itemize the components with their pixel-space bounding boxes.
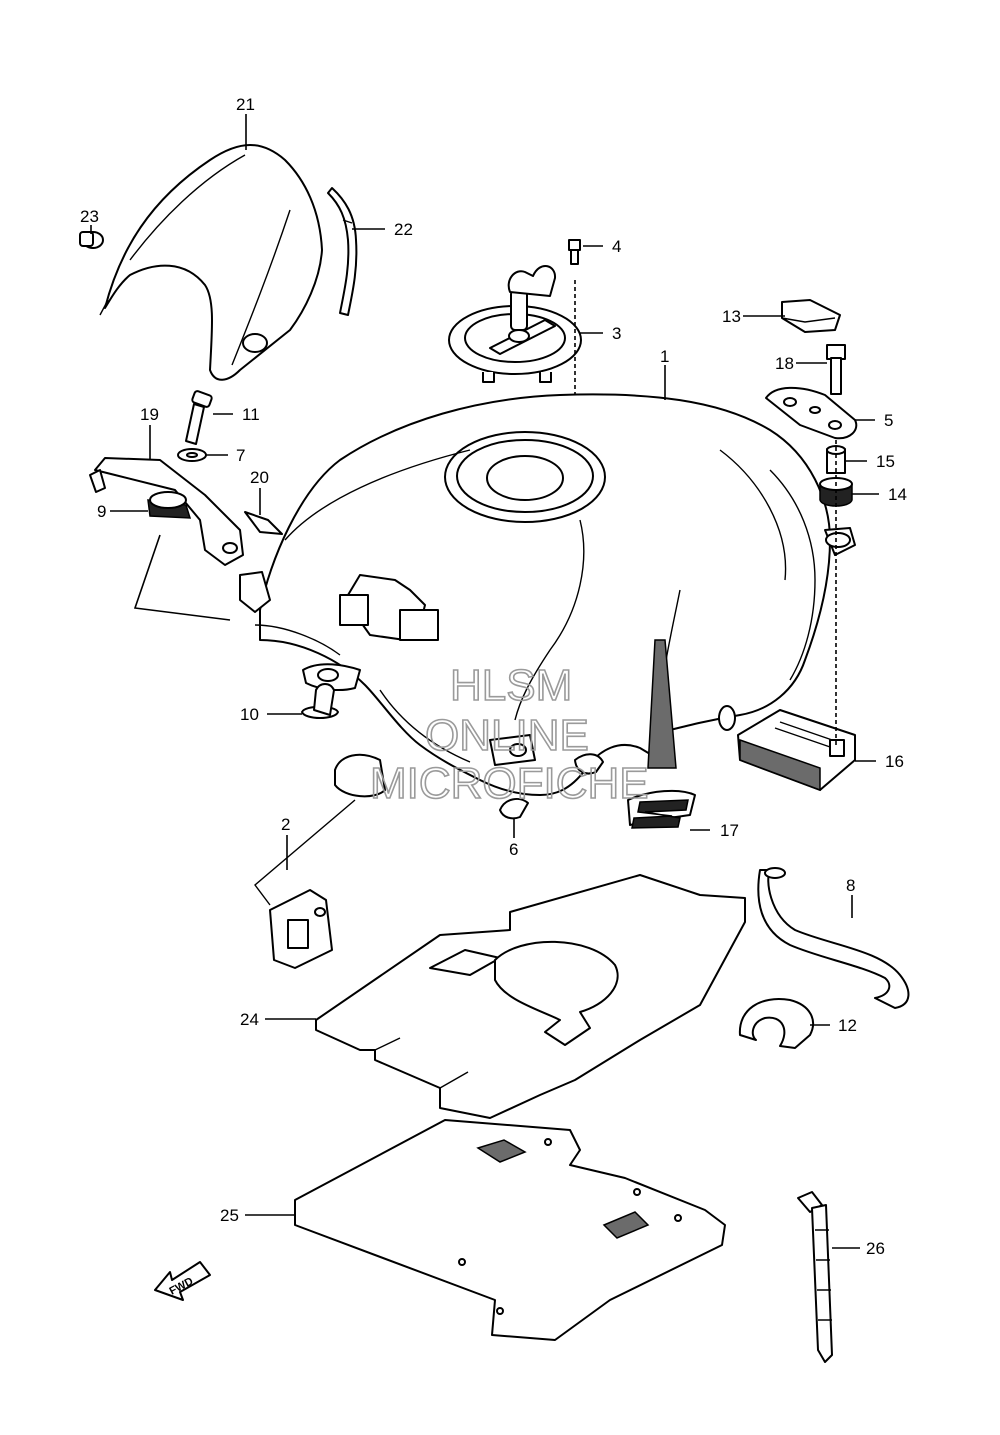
callout-7: 7: [236, 446, 245, 465]
part-17-emblem[interactable]: [627, 639, 696, 829]
callout-18: 18: [775, 354, 794, 373]
callout-6: 6: [509, 840, 518, 859]
callout-23: 23: [80, 207, 99, 226]
part-2-fuel-sender[interactable]: [254, 753, 386, 969]
callout-8: 8: [846, 876, 855, 895]
part-7-washer[interactable]: [177, 448, 207, 462]
part-3-fuel-cap[interactable]: [448, 265, 582, 383]
part-26-cable-tie[interactable]: [797, 1191, 833, 1363]
callout-11: 11: [242, 405, 260, 424]
watermark-line-1: HLSM: [450, 661, 572, 710]
part-10-collar[interactable]: [301, 683, 339, 719]
callout-12: 12: [838, 1016, 857, 1035]
callout-21: 21: [236, 95, 255, 114]
callout-26: 26: [866, 1239, 885, 1258]
part-12-clamp[interactable]: [738, 998, 815, 1049]
callout-14: 14: [888, 485, 907, 504]
part-23-screw[interactable]: [79, 231, 104, 249]
callout-4: 4: [612, 237, 621, 256]
callout-3: 3: [612, 324, 621, 343]
watermark-line-2: ONLINE: [425, 711, 589, 760]
callout-2: 2: [281, 815, 290, 834]
callout-20: 20: [250, 468, 269, 487]
guide-line-left: [133, 534, 231, 621]
callout-10: 10: [240, 705, 259, 724]
fwd-arrow-icon: FWD: [154, 1261, 211, 1301]
watermark: HLSM ONLINE MICROFICHE: [369, 660, 649, 809]
watermark-line-3: MICROFICHE: [370, 759, 649, 808]
part-4-bolt[interactable]: [568, 239, 581, 265]
part-6-grommet[interactable]: [499, 797, 529, 820]
part-19-bracket[interactable]: [89, 457, 244, 566]
part-5-bracket[interactable]: [765, 386, 858, 440]
callout-9: 9: [97, 502, 106, 521]
callout-24: 24: [240, 1010, 259, 1029]
callout-leaders: [90, 114, 879, 1249]
callout-22: 22: [394, 220, 413, 239]
callout-1: 1: [660, 347, 669, 366]
callout-17: 17: [720, 821, 739, 840]
callout-15: 15: [876, 452, 895, 471]
part-18-bolt[interactable]: [826, 344, 846, 395]
part-11-bolt[interactable]: [185, 390, 213, 445]
part-16-rubber-pad[interactable]: [737, 709, 856, 792]
part-22-strip[interactable]: [327, 187, 358, 316]
part-13-block[interactable]: [781, 299, 841, 333]
part-24-tray[interactable]: [315, 874, 746, 1119]
part-25-plate[interactable]: [294, 1119, 726, 1341]
callout-5: 5: [884, 411, 893, 430]
part-21-cover[interactable]: [99, 144, 323, 381]
callout-13: 13: [722, 307, 741, 326]
part-1-fuel-tank[interactable]: [239, 393, 856, 796]
part-20-pad[interactable]: [244, 511, 283, 535]
callout-16: 16: [885, 752, 904, 771]
callout-25: 25: [220, 1206, 239, 1225]
part-9-grommet[interactable]: [147, 491, 192, 519]
part-8-hose[interactable]: [757, 867, 910, 1009]
callout-labels: 21 23 22 4 3 1 13 18 5 15 14 16 17 19 11…: [80, 95, 907, 1258]
callout-19: 19: [140, 405, 159, 424]
